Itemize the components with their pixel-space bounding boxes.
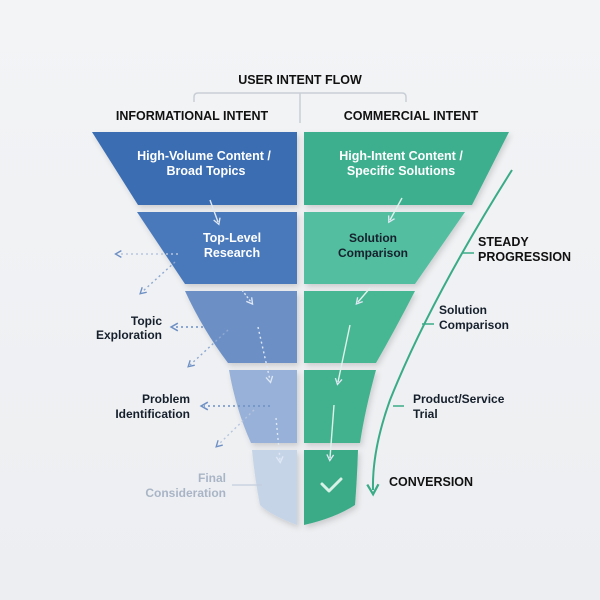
conversion-label: CONVERSION — [389, 475, 473, 489]
right-stage-2-label: Comparison — [338, 246, 408, 260]
informational-flow-arrows — [114, 199, 284, 486]
steady-progression-label: STEADY — [478, 235, 529, 249]
right-stage-2-label: Solution — [349, 231, 397, 245]
left-stage-1 — [92, 132, 297, 205]
solution-comparison-label: Solution — [439, 303, 487, 317]
commercial-intent-header: COMMERCIAL INTENT — [344, 109, 479, 123]
problem-identification-label: Problem — [142, 392, 190, 406]
right-stage-4 — [304, 370, 376, 443]
left-stage-1-label: High-Volume Content / — [137, 149, 271, 163]
product-service-trial-label: Product/Service — [413, 392, 505, 406]
left-stage-2-label: Research — [204, 246, 260, 260]
topic-exploration-label: Exploration — [96, 328, 162, 342]
left-stage-2 — [137, 212, 297, 284]
solution-comparison-label: Comparison — [439, 318, 509, 332]
steady-progression-line — [366, 169, 513, 497]
final-consideration-label: Consideration — [145, 486, 226, 500]
left-stage-5 — [252, 450, 297, 525]
topic-exploration-label: Topic — [131, 314, 162, 328]
final-consideration-label: Final — [198, 471, 226, 485]
right-stage-1-label: Specific Solutions — [347, 164, 455, 178]
steady-progression-label: PROGRESSION — [478, 250, 571, 264]
left-stage-1-label: Broad Topics — [167, 164, 246, 178]
connector-ticks — [393, 252, 474, 407]
commercial-flow-arrows — [326, 197, 403, 462]
right-stage-2 — [304, 212, 465, 284]
informational-intent-header: INFORMATIONAL INTENT — [116, 109, 269, 123]
problem-identification-label: Identification — [115, 407, 190, 421]
diagram-title: USER INTENT FLOW — [238, 73, 362, 87]
header-bracket — [193, 92, 407, 123]
right-stage-1 — [304, 132, 509, 205]
left-stage-2-label: Top-Level — [203, 231, 261, 245]
checkmark-icon — [320, 477, 343, 493]
product-service-trial-label: Trial — [413, 407, 438, 421]
right-stage-1-label: High-Intent Content / — [339, 149, 463, 163]
right-stage-3 — [304, 291, 415, 363]
